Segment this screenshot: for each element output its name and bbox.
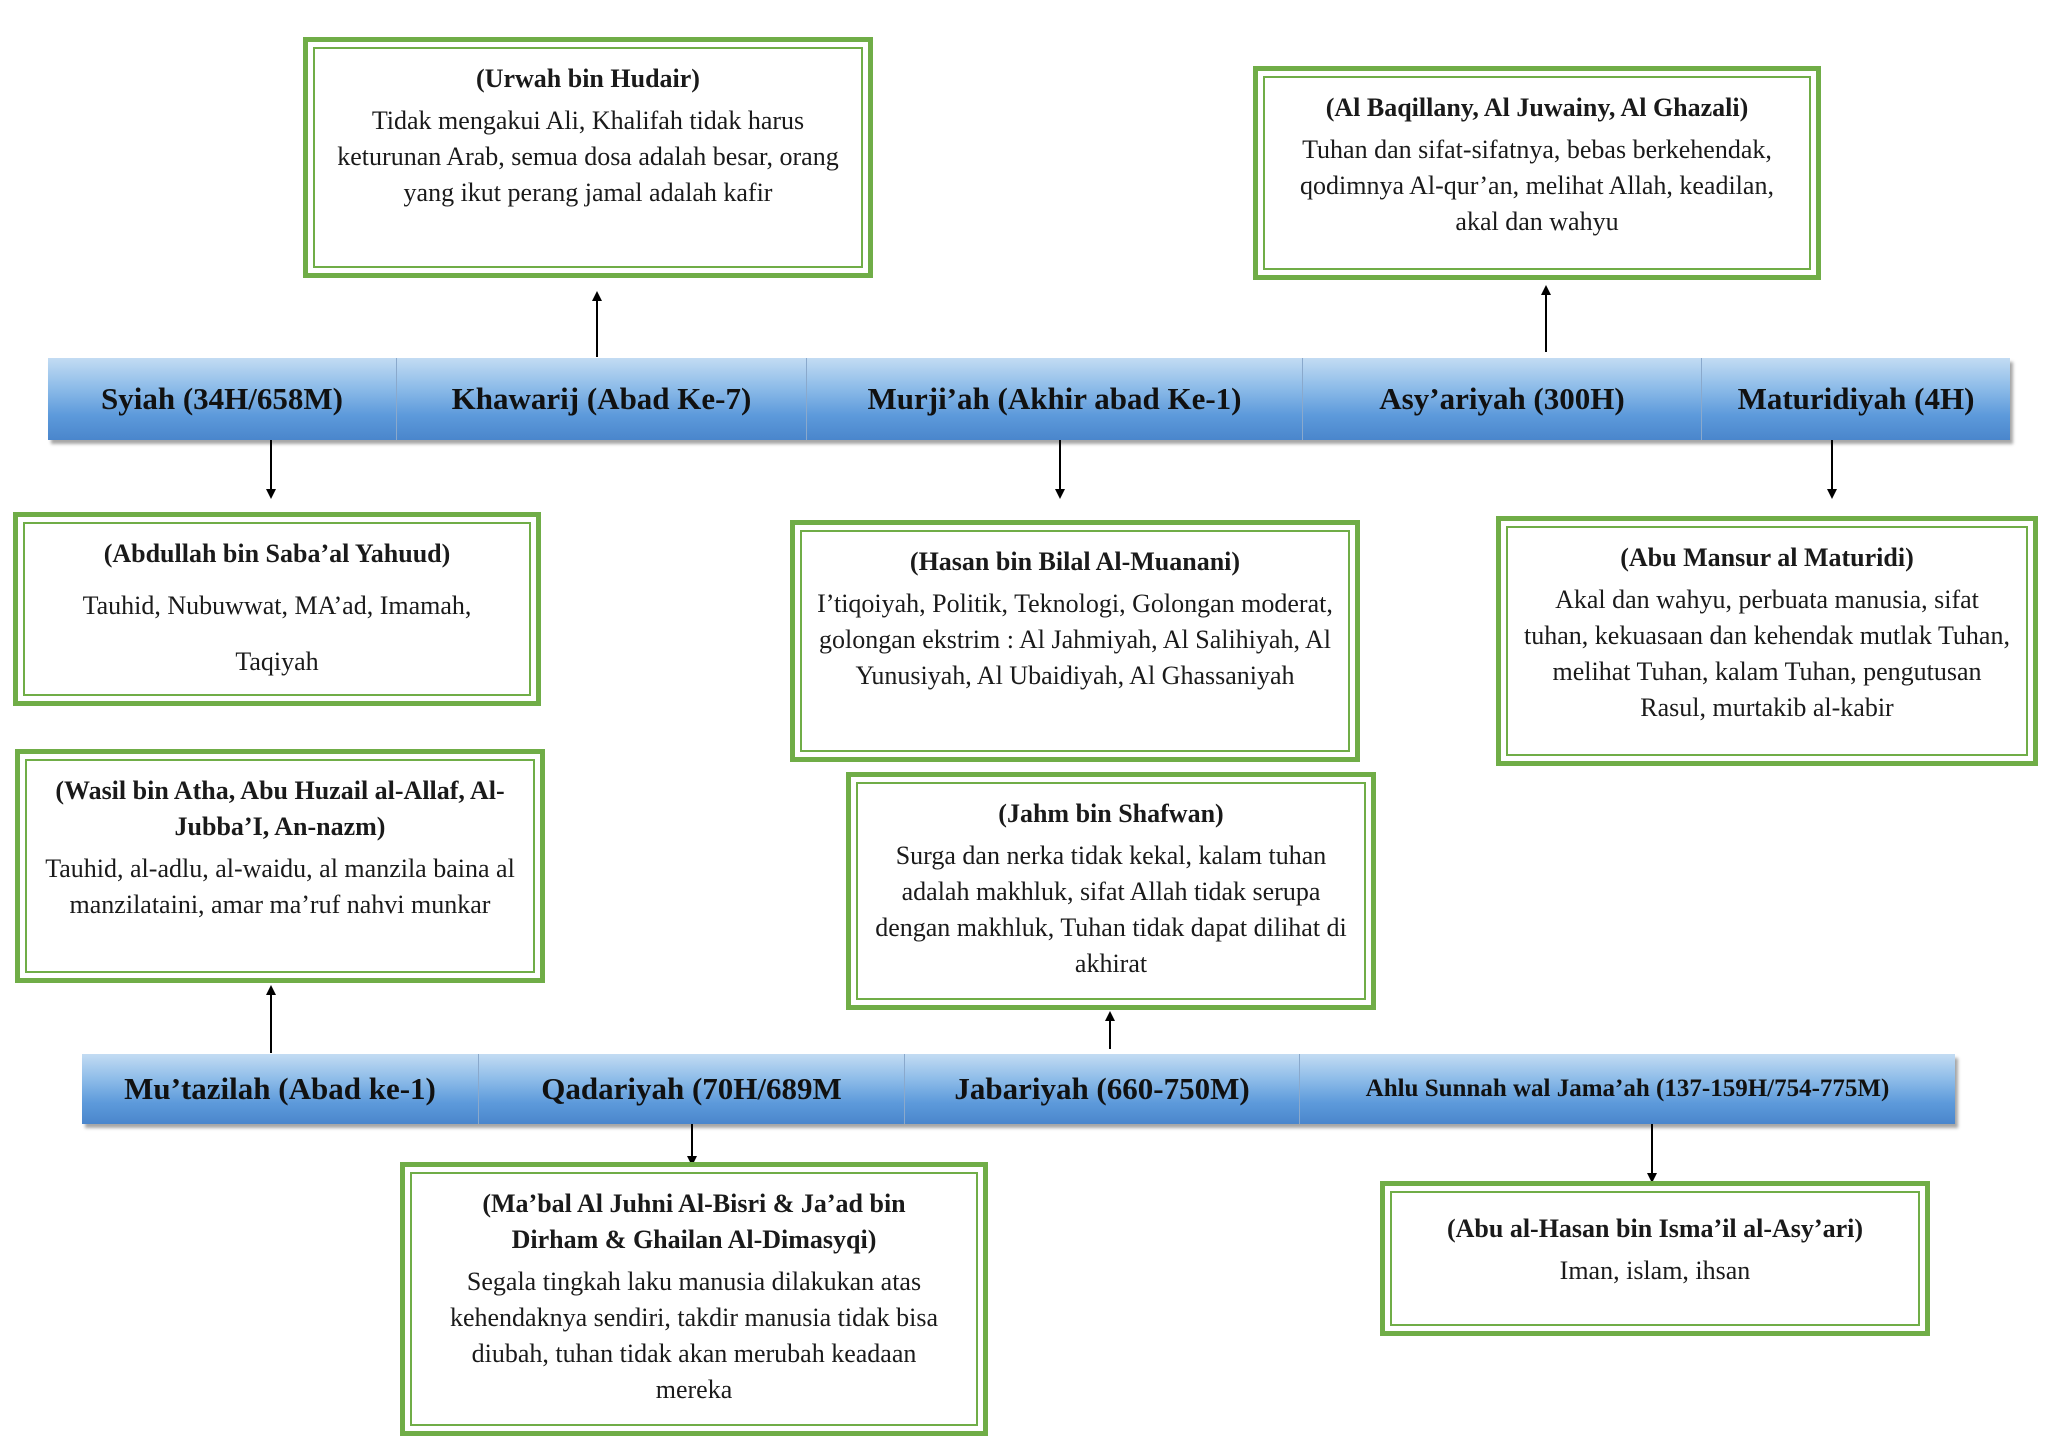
box-asyariyah: (Al Baqillany, Al Juwainy, Al Ghazali) T… [1253, 66, 1821, 280]
box-body: I’tiqoiyah, Politik, Teknologi, Golongan… [817, 589, 1333, 690]
box-khawarij: (Urwah bin Hudair) Tidak mengakui Ali, K… [303, 37, 873, 278]
bottom-timeline-bar: Mu’tazilah (Abad ke-1) Qadariyah (70H/68… [82, 1054, 1955, 1124]
bar-label: Jabariyah (660-750M) [954, 1071, 1250, 1106]
box-title: (Abu al-Hasan bin Isma’il al-Asy’ari) [1446, 1214, 1864, 1243]
box-body: Tauhid, Nubuwwat, MA’ad, Imamah, Taqiyah [82, 591, 472, 676]
bar-segment-syiah: Syiah (34H/658M) [48, 358, 396, 440]
box-title: (Urwah bin Hudair) [476, 64, 700, 93]
bar-segment-asyariyah: Asy’ariyah (300H) [1302, 358, 1701, 440]
box-title: (Jahm bin Shafwan) [998, 799, 1224, 828]
box-syiah: (Abdullah bin Saba’al Yahuud) Tauhid, Nu… [13, 512, 541, 706]
box-ahlusunnah: (Abu al-Hasan bin Isma’il al-Asy’ari) Im… [1380, 1181, 1930, 1336]
box-title: (Al Baqillany, Al Juwainy, Al Ghazali) [1325, 93, 1749, 122]
top-timeline-bar: Syiah (34H/658M) Khawarij (Abad Ke-7) Mu… [48, 358, 2010, 440]
bar-segment-maturidiyah: Maturidiyah (4H) [1701, 358, 2010, 440]
box-body: Surga dan nerka tidak kekal, kalam tuhan… [875, 841, 1347, 978]
box-qadariyah: (Ma’bal Al Juhni Al-Bisri & Ja’ad bin Di… [400, 1162, 988, 1436]
box-title: (Hasan bin Bilal Al-Muanani) [909, 547, 1241, 576]
box-body: Segala tingkah laku manusia dilakukan at… [449, 1267, 939, 1404]
bar-segment-jabariyah: Jabariyah (660-750M) [904, 1054, 1299, 1124]
bar-segment-ahlusunnah: Ahlu Sunnah wal Jama’ah (137-159H/754-77… [1299, 1054, 1955, 1124]
bar-label: Syiah (34H/658M) [101, 381, 343, 416]
bar-label: Qadariyah (70H/689M [541, 1071, 842, 1106]
box-mutazilah: (Wasil bin Atha, Abu Huzail al-Allaf, Al… [15, 749, 545, 983]
box-title: (Wasil bin Atha, Abu Huzail al-Allaf, Al… [55, 776, 505, 841]
box-maturidiyah: (Abu Mansur al Maturidi) Akal dan wahyu,… [1496, 516, 2038, 766]
bar-label: Mu’tazilah (Abad ke-1) [124, 1071, 436, 1106]
bar-segment-murjiah: Murji’ah (Akhir abad Ke-1) [806, 358, 1302, 440]
bar-label: Khawarij (Abad Ke-7) [451, 381, 752, 416]
box-title: (Ma’bal Al Juhni Al-Bisri & Ja’ad bin Di… [482, 1189, 906, 1254]
box-body: Tauhid, al-adlu, al-waidu, al manzila ba… [45, 854, 515, 919]
bar-label: Asy’ariyah (300H) [1379, 381, 1625, 416]
box-jabariyah: (Jahm bin Shafwan) Surga dan nerka tidak… [846, 772, 1376, 1010]
bar-segment-khawarij: Khawarij (Abad Ke-7) [396, 358, 806, 440]
box-body: Tidak mengakui Ali, Khalifah tidak harus… [337, 106, 839, 207]
bar-label: Maturidiyah (4H) [1737, 381, 1975, 416]
bar-label: Murji’ah (Akhir abad Ke-1) [867, 381, 1242, 416]
bar-label: Ahlu Sunnah wal Jama’ah (137-159H/754-77… [1365, 1075, 1890, 1102]
box-body: Tuhan dan sifat-sifatnya, bebas berkehen… [1300, 135, 1774, 236]
bar-segment-qadariyah: Qadariyah (70H/689M [478, 1054, 904, 1124]
box-title: (Abu Mansur al Maturidi) [1620, 543, 1914, 572]
box-murjiah: (Hasan bin Bilal Al-Muanani) I’tiqoiyah,… [790, 520, 1360, 762]
box-title: (Abdullah bin Saba’al Yahuud) [103, 539, 451, 568]
box-body: Iman, islam, ihsan [1559, 1256, 1751, 1285]
box-body: Akal dan wahyu, perbuata manusia, sifat … [1524, 585, 2010, 722]
bar-segment-mutazilah: Mu’tazilah (Abad ke-1) [82, 1054, 478, 1124]
